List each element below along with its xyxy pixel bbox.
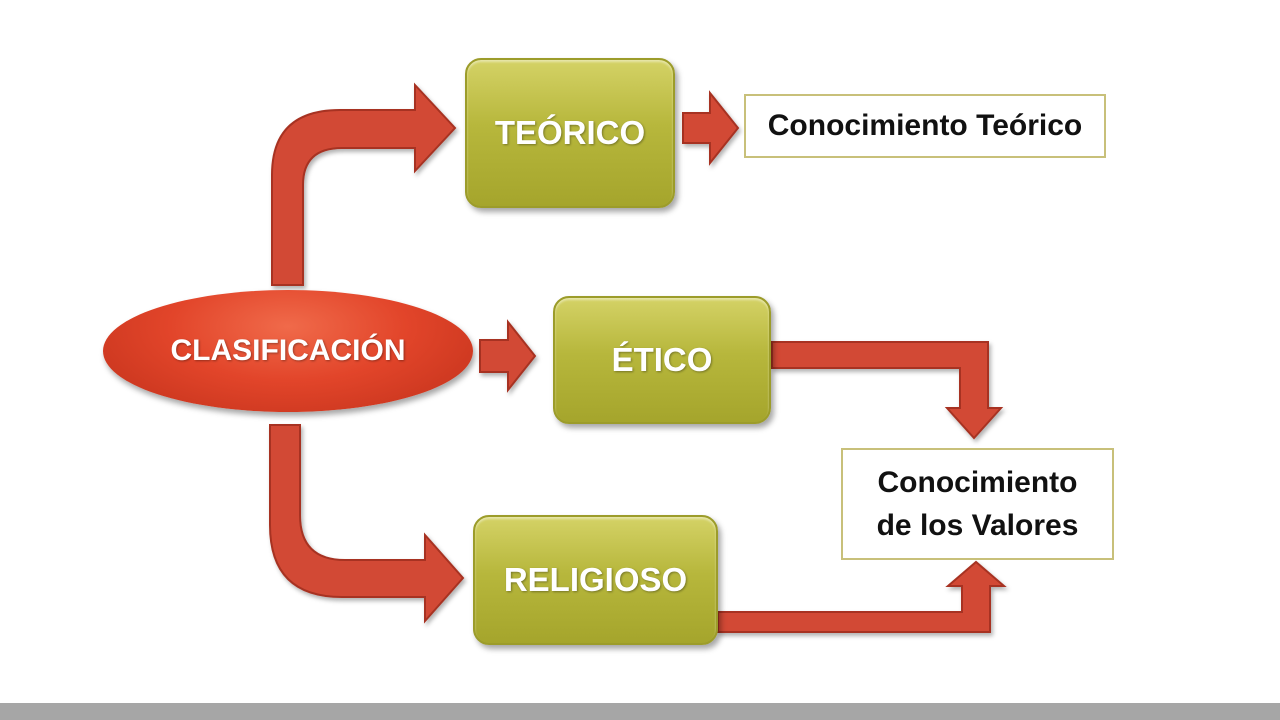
- arrow-teorico-to-result: [682, 90, 740, 166]
- clasificacion-label: CLASIFICACIÓN: [170, 334, 406, 367]
- arrow-religioso-to-values: [717, 560, 1007, 633]
- conocimiento-teorico-box: Conocimiento Teórico: [744, 94, 1106, 158]
- religioso-label: RELIGIOSO: [503, 561, 688, 598]
- conocimiento-valores-line1: Conocimiento: [877, 465, 1078, 499]
- teorico-node: TEÓRICO: [465, 58, 675, 208]
- conocimiento-teorico-label: Conocimiento Teórico: [767, 109, 1083, 143]
- arrow-to-religioso: [269, 424, 465, 624]
- conocimiento-valores-line2: de los Valores: [876, 509, 1079, 542]
- etico-label: ÉTICO: [611, 341, 713, 378]
- arrow-to-etico: [479, 319, 537, 393]
- conocimiento-valores-box: Conocimiento de los Valores: [841, 448, 1114, 560]
- arrow-to-teorico: [271, 82, 457, 286]
- clasificacion-node: CLASIFICACIÓN: [103, 290, 473, 412]
- teorico-label: TEÓRICO: [494, 114, 646, 151]
- etico-node: ÉTICO: [553, 296, 771, 424]
- bottom-bar: [0, 703, 1280, 720]
- religioso-node: RELIGIOSO: [473, 515, 718, 645]
- arrow-etico-to-values: [771, 341, 1004, 440]
